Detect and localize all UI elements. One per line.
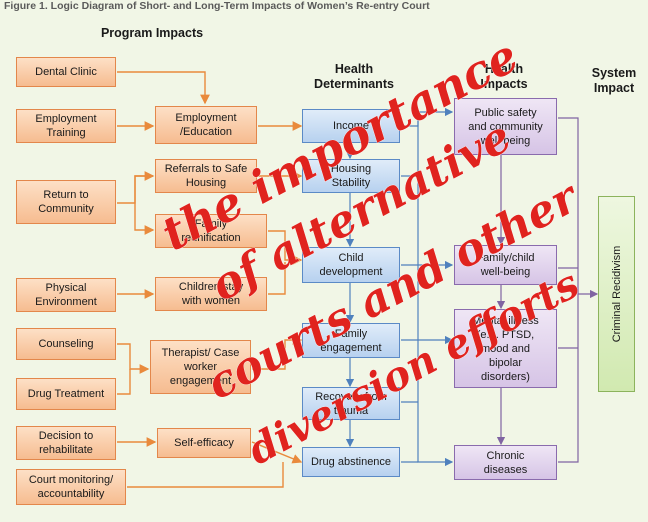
box-family-engagement: Family engagement — [302, 323, 400, 358]
figure-title: Figure 1. Logic Diagram of Short- and Lo… — [4, 0, 430, 12]
box-return-to-community: Return to Community — [16, 180, 116, 224]
box-court-monitoring: Court monitoring/ accountability — [16, 469, 126, 505]
box-drug-abstinence: Drug abstinence — [302, 447, 400, 477]
box-public-safety: Public safety and community well-being — [454, 98, 557, 155]
box-housing-stability: Housing Stability — [302, 159, 400, 193]
criminal-recidivism-label: Criminal Recidivism — [610, 245, 623, 343]
box-children-stay: Children stay with women — [155, 277, 267, 311]
box-self-efficacy: Self-efficacy — [157, 428, 251, 458]
box-counseling: Counseling — [16, 328, 116, 360]
header-program-impacts: Program Impacts — [100, 26, 204, 40]
header-health-determinants: Health Determinants — [314, 62, 394, 91]
box-criminal-recidivism: Criminal Recidivism — [598, 196, 635, 392]
box-therapist-engagement: Therapist/ Case worker engagement — [150, 340, 251, 394]
box-child-development: Child development — [302, 247, 400, 283]
box-income: Income — [302, 109, 400, 143]
box-family-child-wellbeing: Family/child well-being — [454, 245, 557, 285]
header-system-impact: System Impact — [591, 66, 637, 95]
box-mental-illness: Mental illness (e.g. PTSD, mood and bipo… — [454, 309, 557, 388]
box-recovery-from-trauma: Recovery from trauma — [302, 387, 400, 420]
box-physical-environment: Physical Environment — [16, 278, 116, 312]
box-employment-training: Employment Training — [16, 109, 116, 143]
box-employment-education: Employment /Education — [155, 106, 257, 144]
box-dental-clinic: Dental Clinic — [16, 57, 116, 87]
box-decision-to-rehabilitate: Decision to rehabilitate — [16, 426, 116, 460]
box-chronic-diseases: Chronic diseases — [454, 445, 557, 480]
box-family-reunification: Family reunification — [155, 214, 267, 248]
box-drug-treatment: Drug Treatment — [16, 378, 116, 410]
box-referrals-safe-housing: Referrals to Safe Housing — [155, 159, 257, 193]
header-health-impacts: Health Impacts — [480, 62, 528, 91]
